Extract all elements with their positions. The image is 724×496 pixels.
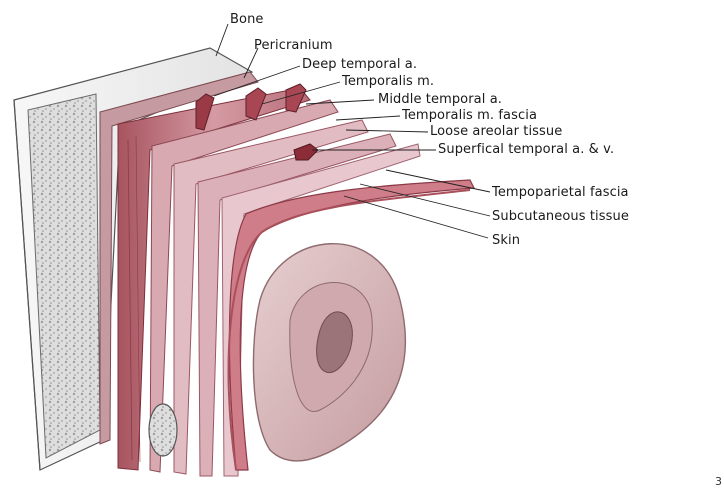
label-superficial-temporal: Superfical temporal a. & v. [438,142,614,157]
label-middle-temporal: Middle temporal a. [378,92,502,107]
label-deep-temporal: Deep temporal a. [302,57,417,72]
label-loose-areolar: Loose areolar tissue [430,124,562,139]
label-temporalis-fascia: Temporalis m. fascia [402,108,537,123]
label-temporalis-m: Temporalis m. [342,74,434,89]
label-subcutaneous: Subcutaneous tissue [492,209,629,224]
corner-mark: 3 [715,475,722,488]
label-pericranium: Pericranium [254,38,333,53]
bone-fragment [149,404,177,456]
label-bone: Bone [230,12,264,27]
label-skin: Skin [492,233,520,248]
label-temporoparietal: Tempoparietal fascia [492,185,629,200]
ear-illustration [253,244,405,461]
